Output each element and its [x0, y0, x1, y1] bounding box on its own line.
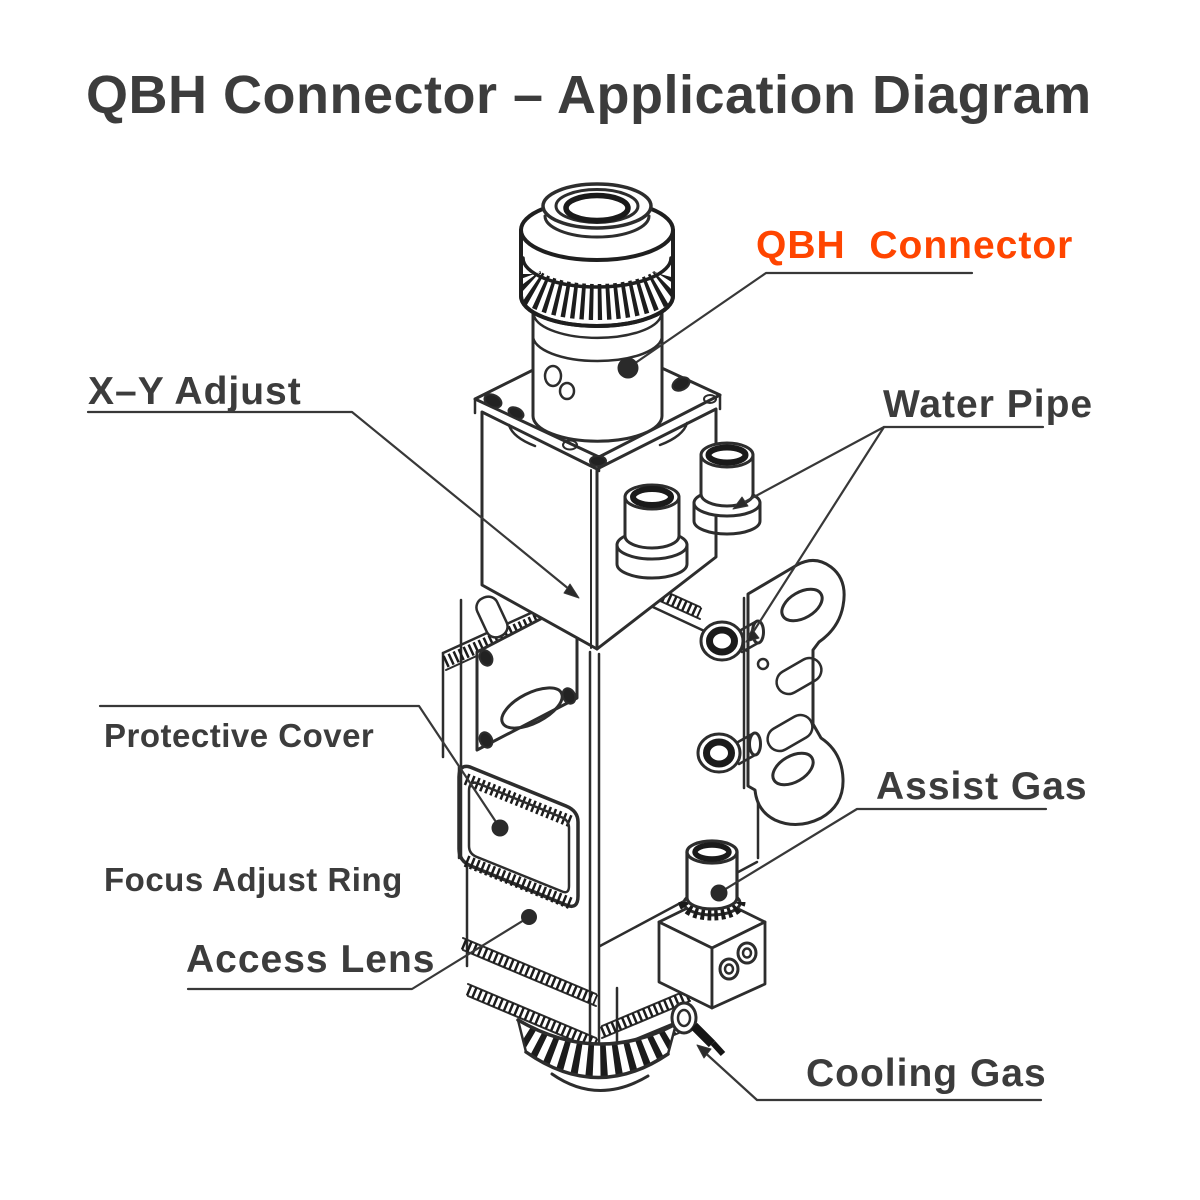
water-port-2	[696, 731, 762, 774]
callout-leaders	[86, 271, 1048, 1102]
label-xy-adjust: X–Y Adjust	[88, 370, 302, 413]
label-qbh-connector: QBH Connector	[756, 224, 1074, 267]
leader-protective-cover	[98, 704, 509, 837]
label-assist-gas: Assist Gas	[876, 765, 1088, 808]
cooling-gas-fitting	[670, 1001, 726, 1057]
bayonet-pin	[543, 364, 563, 388]
bracket-slot-2	[766, 713, 814, 753]
water-ports	[696, 619, 765, 774]
mounting-bracket	[742, 559, 846, 826]
label-protective-cover: Protective Cover Focus Adjust Ring	[104, 616, 403, 1000]
leader-cooling-gas	[696, 1044, 1043, 1102]
bracket-hole-bottom	[771, 751, 815, 787]
protective-cover-window	[457, 764, 580, 910]
qbh-connector-drawing	[519, 182, 675, 443]
water-fitting-front	[615, 483, 689, 580]
label-access-lens: Access Lens	[186, 938, 436, 981]
nozzle-dome	[550, 1072, 650, 1092]
water-pipe-fittings	[615, 441, 762, 580]
leader-access-lens	[186, 909, 537, 991]
assist-gas-assembly	[657, 839, 767, 1010]
qbh-knurled-cap	[519, 198, 675, 328]
label-water-pipe: Water Pipe	[883, 383, 1094, 426]
bracket-hole-top	[780, 587, 824, 623]
nozzle-crown	[516, 1018, 678, 1092]
side-cutout	[475, 595, 509, 639]
plate-slot	[500, 686, 564, 730]
bracket-slot-1	[775, 656, 823, 696]
leader-qbh-connector	[617, 271, 974, 379]
leader-water-pipe	[732, 425, 1045, 643]
lower-body	[457, 650, 726, 1092]
label-focus-adjust-ring: Focus Adjust Ring	[104, 861, 403, 898]
page-title: QBH Connector – Application Diagram	[86, 65, 1092, 125]
knurl-band-left	[460, 937, 599, 1051]
leader-xy-adjust	[86, 410, 580, 599]
qbh-top-collar	[541, 182, 653, 239]
leader-assist-gas	[710, 807, 1048, 902]
water-fitting-rear	[692, 441, 762, 536]
label-cooling-gas: Cooling Gas	[806, 1052, 1047, 1095]
water-port-1	[699, 619, 765, 662]
assist-gas-fitting	[678, 839, 746, 921]
label-protective-cover-line1: Protective Cover	[104, 717, 375, 754]
